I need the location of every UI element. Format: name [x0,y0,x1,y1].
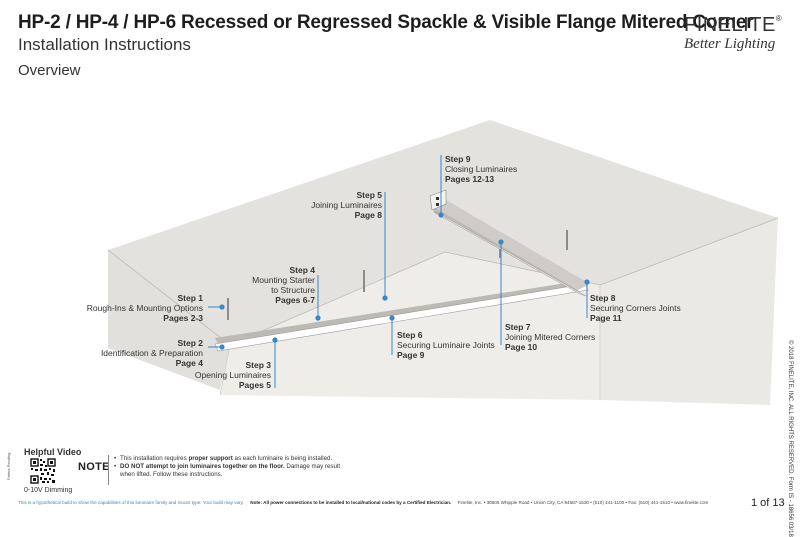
right-wall [600,218,778,405]
luminaire-run-right-top [432,200,590,290]
step-5-callout: Step 5 Joining Luminaires Page 8 [311,190,382,220]
section-heading: Overview [18,62,81,79]
step-4-callout: Step 4 Mounting Starter to Structure Pag… [252,265,315,305]
note-item-support: This installation requires proper suppor… [114,455,344,463]
logo-tagline: Better Lighting [684,36,776,52]
finelite-logo: FINELITE® Better Lighting [684,14,794,53]
step-9-callout: Step 9 Closing Luminaires Pages 12-13 [445,154,518,184]
patent-pending-text: Patent Pending [6,452,11,480]
logo-name: FINELITE® [684,14,783,36]
luminaire-run-left-lens [214,283,589,352]
installation-diagram [107,120,779,405]
step-8-callout: Step 8 Securing Corners Joints Page 11 [590,293,681,323]
document-subtitle: Installation Instructions [18,35,191,54]
step-3-callout: Step 3 Opening Luminaires Pages 5 [194,360,271,390]
step-2-callout: Step 2 Identification & Preparation Page… [100,338,203,368]
step-7-callout: Step 7 Joining Mitered Corners Page 10 [505,322,596,352]
note-item-floor-warning: DO NOT attempt to join luminaires togeth… [114,463,344,479]
step-6-callout: Step 6 Securing Luminaire Joints Page 9 [397,330,495,360]
note-label: NOTE [78,461,110,473]
front-wall [220,252,600,400]
footer-disclaimer: This is a hypothetical build to show the… [18,500,244,505]
step-1-callout: Step 1 Rough-Ins & Mounting Options Page… [86,293,203,323]
note-list: This installation requires proper suppor… [114,455,344,478]
copyright-text: © 2018 FINELITE, INC. ALL RIGHTS RESERVE… [787,340,793,537]
helpful-video-title: Helpful Video [24,447,82,457]
luminaire-run-right-lens [433,211,587,297]
footer-bar: This is a hypothetical build to show the… [18,500,718,505]
footer-power-note: Note: All power connections to be instal… [250,500,452,505]
helpful-video-label: 0-10V Dimming [24,487,73,494]
left-wall [108,250,230,390]
ceiling-surface [108,120,778,345]
footer-company-info: Finelite, Inc. • 30500 Whipple Road • Un… [457,500,709,505]
note-divider [108,455,109,485]
page-number: 1 of 13 [751,497,785,509]
note-box: NOTE This installation requires proper s… [78,453,340,486]
document-title: HP-2 / HP-4 / HP-6 Recessed or Regressed… [18,12,754,33]
qr-code-icon[interactable] [30,458,56,484]
luminaire-run-left-side [215,280,588,344]
